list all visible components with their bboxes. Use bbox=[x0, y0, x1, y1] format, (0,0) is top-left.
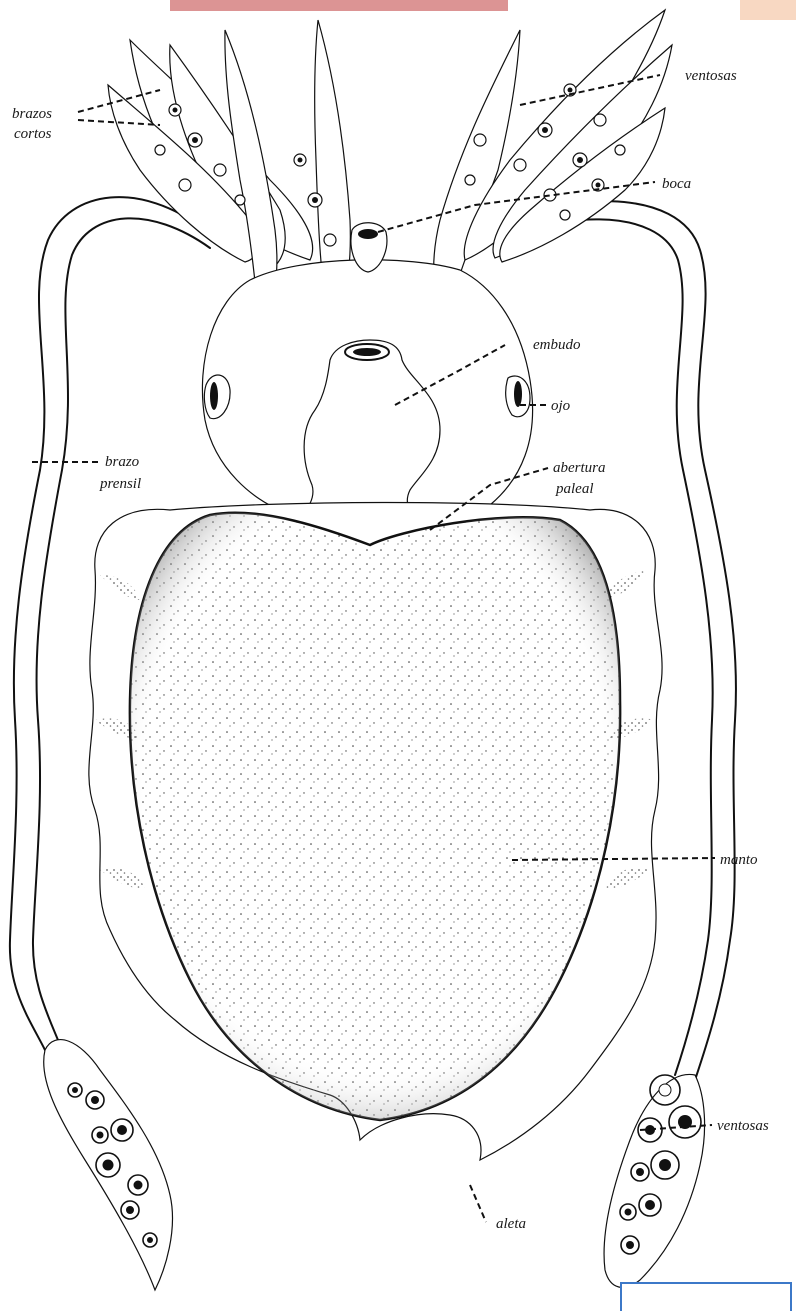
label-ojo: ojo bbox=[551, 398, 571, 414]
label-embudo: embudo bbox=[533, 337, 581, 353]
label-ventosas-bottom: ventosas bbox=[717, 1118, 769, 1134]
bottom-right-box bbox=[621, 1283, 791, 1311]
label-brazo-prensil-line2: prensil bbox=[99, 476, 141, 492]
label-aleta: aleta bbox=[496, 1216, 526, 1232]
label-manto: manto bbox=[720, 852, 758, 868]
top-pink-bar bbox=[170, 0, 508, 11]
corner-peach-patch bbox=[740, 0, 796, 20]
label-brazo-prensil-line1: brazo bbox=[105, 454, 140, 470]
label-brazos-cortos-line1: brazos bbox=[12, 106, 52, 122]
label-brazos-cortos-line2: cortos bbox=[14, 126, 52, 142]
label-abertura-paleal-line2: paleal bbox=[555, 481, 594, 497]
label-abertura-paleal-line1: abertura bbox=[553, 460, 606, 476]
label-ventosas-top: ventosas bbox=[685, 68, 737, 84]
label-boca: boca bbox=[662, 176, 691, 192]
head bbox=[202, 223, 532, 540]
